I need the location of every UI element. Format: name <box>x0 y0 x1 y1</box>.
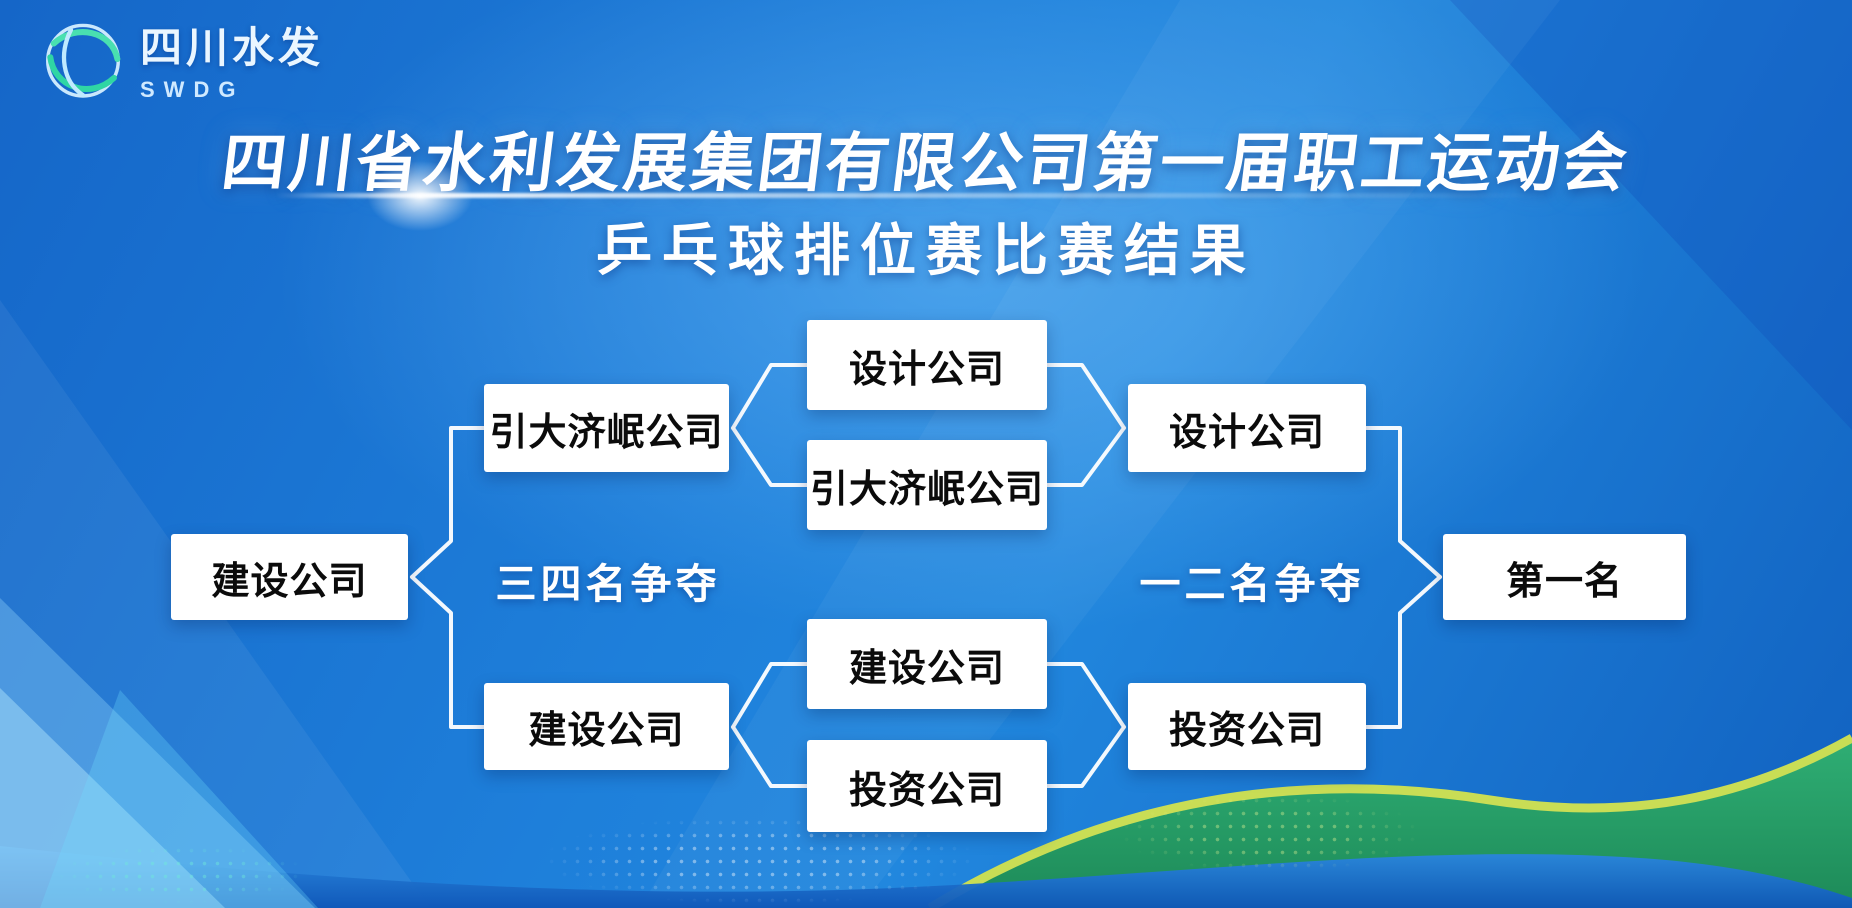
connector-semi2-left-bottom <box>731 725 809 788</box>
box-semi1-team1: 设计公司 <box>807 320 1047 410</box>
bottom-left-triangle-3 <box>40 690 318 908</box>
connector-third-place-bottom <box>410 575 486 729</box>
connector-final-top <box>1364 426 1442 579</box>
connector-semi1-right-top <box>1044 363 1126 430</box>
connector-semi2-right-bottom <box>1044 725 1126 788</box>
box-semi1-team2: 引大济岷公司 <box>807 440 1047 530</box>
bottom-left-triangle-1 <box>0 598 315 908</box>
logo: 四川水发 SWDG <box>40 14 324 103</box>
box-semi2-loser: 建设公司 <box>484 683 729 770</box>
box-semi2-team2: 投资公司 <box>807 740 1047 832</box>
event-subtitle: 乒乓球排位赛比赛结果 <box>596 221 1256 283</box>
wave-crest-line <box>927 734 1852 908</box>
logo-name: 四川水发 <box>140 24 325 71</box>
connector-semi2-right-top <box>1044 662 1126 729</box>
connector-semi1-right-bottom <box>1044 426 1126 487</box>
connector-semi1-left-bottom <box>731 426 809 487</box>
box-third-place-winner: 建设公司 <box>171 534 408 620</box>
corner-facet <box>1450 0 1852 430</box>
logo-subtitle: SWDG <box>140 77 245 102</box>
connector-semi2-left-top <box>731 662 809 729</box>
logo-text: 四川水发 SWDG <box>140 14 324 103</box>
blue-foreground-wave <box>0 846 1852 908</box>
box-champion: 第一名 <box>1443 534 1686 620</box>
connector-third-place-top <box>410 426 486 579</box>
label-third-place-match: 三四名争夺 <box>495 561 721 607</box>
swdg-logo-icon <box>46 23 121 98</box>
box-final-team1: 设计公司 <box>1128 384 1366 472</box>
title-glow-streak <box>275 193 1555 198</box>
box-final-team2: 投资公司 <box>1128 683 1366 770</box>
label-final-match: 一二名争夺 <box>1139 561 1365 607</box>
connector-semi1-left-top <box>731 363 809 430</box>
box-semi1-loser: 引大济岷公司 <box>484 384 729 472</box>
box-semi2-team1: 建设公司 <box>807 619 1047 709</box>
bottom-left-triangle-2 <box>0 688 225 908</box>
connector-final-bottom <box>1364 575 1442 729</box>
